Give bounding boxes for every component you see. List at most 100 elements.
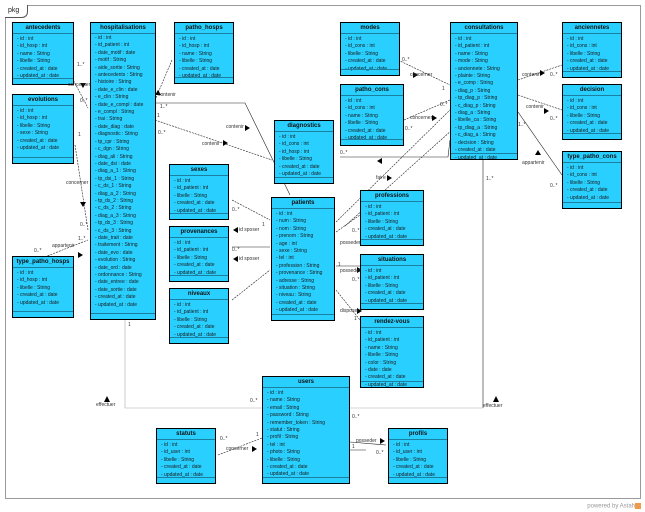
astah-logo-icon <box>635 503 641 510</box>
attribute: - updated_at : date <box>365 297 407 304</box>
class-decision[interactable]: decision - id : int- id_cons : int- libe… <box>562 84 622 140</box>
multiplicity-label: 0..* <box>80 98 88 104</box>
attribute: - id_user : int <box>393 449 422 456</box>
attribute-list: - id : int- id_cons : int- libelle : Str… <box>563 34 621 73</box>
arrow-icon <box>387 175 392 181</box>
association-label: concerner <box>226 446 249 452</box>
operations-divider <box>157 477 215 478</box>
attribute: - libelle : String <box>174 254 208 261</box>
operations-divider <box>341 69 399 70</box>
attribute: - updated_at : date <box>455 154 497 161</box>
attribute: - id : int <box>179 36 196 42</box>
class-hospitalisations[interactable]: hospitalisations - id : int- id_patient … <box>90 22 156 320</box>
class-anciennetes[interactable]: anciennetes - id : int- id_cons : int- l… <box>562 22 622 78</box>
attribute: - created_at : date <box>455 147 496 154</box>
class-name: niveaux <box>170 289 228 300</box>
attribute: - id_cons : int <box>345 105 375 112</box>
attribute-list: - id : int- id_cons : int- name : String… <box>341 96 403 142</box>
operations-divider <box>361 303 423 304</box>
attribute: - libelle : String <box>567 179 601 186</box>
attribute: - antecedents : String <box>95 72 143 79</box>
attribute: - remember_token : String <box>267 419 326 426</box>
class-name: sexes <box>170 165 228 176</box>
class-evolutions[interactable]: evolutions - id : int- id_hosp : int- li… <box>12 94 74 164</box>
attribute-list: - id : int- id_patient : int- libelle : … <box>361 202 423 241</box>
package-tab: pkg <box>5 5 29 18</box>
class-statuts[interactable]: statuts - id : int- id_user : int- libel… <box>156 428 216 484</box>
class-consultations[interactable]: consultations - id : int- id_patient : i… <box>450 22 518 161</box>
association-label: posseder <box>340 240 361 246</box>
class-name: type_patho_hosps <box>13 257 73 268</box>
arrow-icon <box>245 125 250 131</box>
class-professions[interactable]: professions - id : int- id_patient : int… <box>360 190 424 246</box>
arrow-icon <box>380 438 385 444</box>
class-niveaux[interactable]: niveaux - id : int- id_patient : int- li… <box>169 288 229 344</box>
association-label: effectuer <box>96 402 116 408</box>
class-profils[interactable]: profils - id : int- id_user : int- libel… <box>388 428 448 484</box>
attribute: - diag_ali : String <box>95 153 133 160</box>
attribute: - id_patient : int <box>174 309 209 316</box>
class-patho-hosps[interactable]: patho_hosps - id : int- id_hosp : int- n… <box>174 22 234 84</box>
class-name: hospitalisations <box>91 23 155 34</box>
class-sexes[interactable]: sexes - id : int- id_patient : int- libe… <box>169 164 229 220</box>
attribute: - name : String <box>345 112 378 119</box>
attribute: - id_hosp : int <box>17 115 48 122</box>
attribute: - id_hosp : int <box>279 148 310 155</box>
multiplicity-label: 1 <box>78 132 81 138</box>
attribute: - libelle : String <box>365 282 399 289</box>
class-users[interactable]: users - id : int- name : String- email :… <box>262 376 350 484</box>
attribute: - date_dsi : date <box>95 160 131 167</box>
attribute: - profil : String <box>267 434 299 441</box>
attribute: - nom : String <box>276 225 307 232</box>
assoc-cons-decision <box>517 94 563 111</box>
attribute: - date_e_compl : date <box>95 101 144 108</box>
class-antecedents[interactable]: antecedents - id : int- id_hosp : int- n… <box>12 22 74 85</box>
arrow-icon <box>155 90 161 95</box>
class-provenances[interactable]: provenances - id : int- id_patient : int… <box>169 226 229 282</box>
attribute: - date_e_clin : date <box>95 86 138 93</box>
multiplicity-label: 1 <box>128 322 131 328</box>
attribute: - tp_dsi_1 : String <box>95 175 135 182</box>
attribute: - date_trait : date <box>95 234 133 241</box>
multiplicity-label: 0..* <box>232 207 240 213</box>
attribute: - date : date <box>365 367 392 374</box>
attribute: - updated_at : date <box>345 135 387 142</box>
attribute-list: - id : int- id_patient : int- name : Str… <box>361 328 423 389</box>
attribute: - id_cons : int <box>567 105 597 112</box>
attribute: - updated_at : date <box>17 145 59 152</box>
class-patho-cons[interactable]: patho_cons - id : int- id_cons : int- na… <box>340 84 404 146</box>
attribute: - created_at : date <box>567 187 608 194</box>
attribute: - date_sortie : date <box>95 286 137 293</box>
attribute: - libelle : String <box>345 120 379 127</box>
multiplicity-label: 1 <box>354 316 357 322</box>
class-type-patho-cons[interactable]: type_patho_cons - id : int- id_cons : in… <box>562 151 622 209</box>
attribute-list: - id : int- num : String- nom : String- … <box>272 209 334 315</box>
attribute: - adresse : String <box>276 277 315 284</box>
attribute: - id : int <box>279 134 296 140</box>
attribute: - libelle : String <box>17 122 51 129</box>
operations-divider <box>361 239 423 240</box>
operations-divider <box>91 313 155 314</box>
class-name: rendez-vous <box>361 317 423 328</box>
attribute: - updated_at : date <box>179 73 221 80</box>
attribute: - created_at : date <box>17 137 58 144</box>
operations-divider <box>563 202 621 203</box>
multiplicity-label: 0..* <box>352 277 360 283</box>
class-rendez-vous[interactable]: rendez-vous - id : int- id_patient : int… <box>360 316 424 388</box>
class-diagnostics[interactable]: diagnostics - id : int- id_cons : int- i… <box>274 120 334 184</box>
attribute: - age : int <box>276 240 297 247</box>
attribute: - created_at : date <box>179 65 220 72</box>
class-type-patho-hosps[interactable]: type_patho_hosps - id : int- id_hosp : i… <box>12 256 74 318</box>
attribute: - updated_at : date <box>345 65 387 72</box>
attribute: - c_ds_3 : String <box>95 227 132 234</box>
class-patients[interactable]: patients - id : int- num : String- nom :… <box>271 197 335 321</box>
multiplicity-label: 1..* <box>160 104 168 110</box>
class-modes[interactable]: modes - id : int- id_cons : int- libelle… <box>340 22 400 76</box>
assoc-cons-diag <box>340 139 451 158</box>
attribute: - aide_sortie : String <box>95 64 140 71</box>
attribute: - libelle : String <box>393 456 427 463</box>
arrow-icon <box>493 396 499 402</box>
attribute: - diag_a_3 : String <box>95 212 136 219</box>
class-situations[interactable]: situations - id : int- id_patient : int-… <box>360 254 424 310</box>
attribute: - date_entree : date <box>95 279 139 286</box>
